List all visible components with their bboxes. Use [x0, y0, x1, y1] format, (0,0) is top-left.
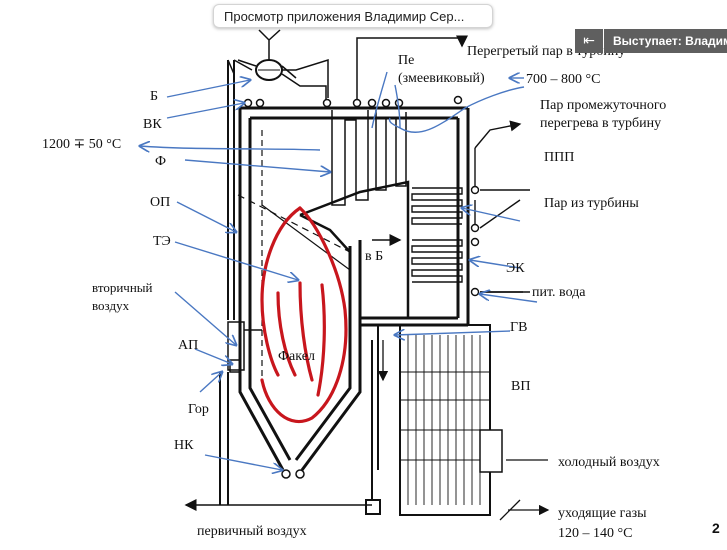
downcomer-pipes — [219, 60, 235, 505]
label-primary-air: первичный воздух — [197, 524, 307, 539]
label-flue-gas-2: 120 – 140 °С — [558, 526, 632, 541]
label-reheat-1: Пар промежуточного — [540, 98, 666, 113]
furnace-nose — [299, 180, 410, 320]
label-Gor: Гор — [188, 402, 209, 417]
label-AP: АП — [178, 338, 198, 353]
label-temp-furnace: 1200 ∓ 50 °С — [42, 137, 121, 152]
label-steam-from-turbine: Пар из турбины — [544, 196, 639, 211]
input-arrows — [480, 189, 530, 293]
label-flue-gas-1: уходящие газы — [558, 506, 647, 521]
label-feed-water: пит. вода — [532, 285, 586, 300]
label-cold-air: холодный воздух — [558, 455, 660, 470]
burner-block — [227, 321, 262, 373]
screen-tubes — [237, 130, 351, 380]
label-EK: ЭК — [506, 261, 525, 276]
collapse-arrow-icon[interactable]: ⇤ — [575, 29, 603, 53]
diagram-labels: Б ВК 1200 ∓ 50 °С Ф ОП ТЭ вторичный возд… — [42, 44, 666, 541]
superheated-steam-pipe — [356, 35, 468, 100]
label-NK: НК — [174, 438, 194, 453]
label-VP: ВП — [511, 379, 530, 394]
label-PPP: ППП — [544, 150, 574, 165]
speaker-banner[interactable]: Выступает: Владимир — [604, 29, 727, 53]
label-secondary-air-2: воздух — [92, 298, 130, 313]
label-B: Б — [150, 89, 158, 104]
label-Pe-2: (змеевиковый) — [398, 71, 485, 86]
air-heater — [399, 324, 550, 521]
label-reheat-2: перегрева в турбину — [540, 116, 661, 131]
drum-icon — [227, 29, 297, 81]
reheater-coils — [411, 120, 522, 233]
furnace-walls — [238, 106, 470, 471]
label-VK: ВК — [143, 117, 162, 132]
gas-duct — [359, 325, 389, 515]
flame-annotation — [260, 206, 348, 424]
blue-annotations — [140, 71, 538, 470]
coil-superheater — [331, 110, 407, 206]
app-preview-tooltip: Просмотр приложения Владимир Сер... — [213, 4, 493, 28]
label-Pe-1: Пе — [398, 53, 414, 68]
label-secondary-air-1: вторичный — [92, 280, 153, 295]
lower-collectors — [281, 469, 305, 479]
label-fakel: Факел — [278, 349, 315, 364]
label-GV: ГВ — [510, 320, 527, 335]
label-F: Ф — [155, 154, 166, 169]
economizer-coils — [411, 237, 523, 297]
label-superheated-temp: 700 – 800 °С — [526, 72, 600, 87]
label-OP: ОП — [150, 195, 170, 210]
label-TE: ТЭ — [153, 234, 171, 249]
label-vB: в Б — [365, 249, 383, 264]
page-number: 2 — [712, 520, 720, 536]
